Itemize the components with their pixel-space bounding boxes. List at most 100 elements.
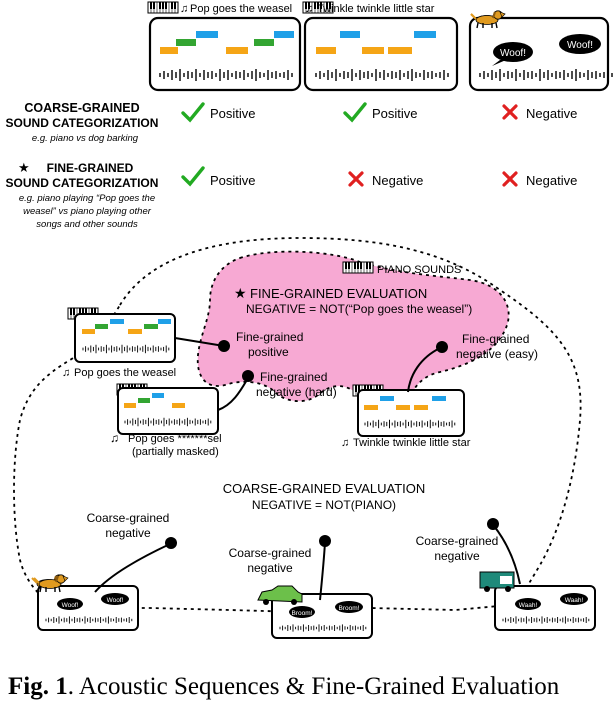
piano-icon: [147, 1, 179, 14]
connector: [493, 525, 521, 585]
caption: Fig. 1. Acoustic Sequences & Fine-Graine…: [8, 673, 560, 700]
speech-bubble: [335, 601, 363, 613]
connector: [407, 347, 441, 393]
piano-icon: [342, 261, 374, 274]
coarse-eval-title: COARSE-GRAINED EVALUATION: [223, 481, 426, 496]
dog-woof-right: Woof!: [107, 597, 124, 604]
fine-neg-easy-2: negative (easy): [456, 347, 538, 361]
car-right: Broom!: [339, 605, 360, 612]
coarse-title-2: SOUND CATEGORIZATION: [6, 116, 159, 130]
speech-bubble: [289, 606, 315, 618]
caption-text: . Acoustic Sequences & Fine-Grained Eval…: [68, 673, 560, 700]
connector: [174, 337, 225, 347]
easy-negative-point: [436, 341, 448, 353]
twinkle-box: [352, 384, 465, 437]
note-icon: ♫: [110, 431, 119, 445]
van-icon: [479, 571, 515, 592]
top-dog-box: [468, 16, 610, 92]
dog-woof-left: Woof!: [62, 602, 79, 609]
piano-roll: [160, 31, 294, 54]
coarse-neg-3-a: Coarse-grained: [416, 534, 499, 548]
caption-label: Fig. 1: [8, 673, 68, 700]
coarse-neg-2-b: negative: [247, 561, 293, 575]
piano-roll: [316, 31, 436, 54]
fine-positive-2: positive: [248, 345, 289, 359]
fine-cell-1: Positive: [210, 173, 256, 188]
check-icon: [181, 166, 205, 187]
coarse-negative-point: [487, 518, 499, 530]
twinkle-label: Twinkle twinkle little star: [353, 437, 471, 449]
car-icon: [257, 585, 303, 605]
dog-box: Woof! Woof!: [31, 573, 139, 631]
fine-title-1: FINE-GRAINED: [47, 161, 134, 175]
fine-example-3: songs and other sounds: [36, 219, 138, 230]
van-box: Waah! Waah!: [479, 571, 596, 631]
speech-bubble: [515, 598, 541, 610]
coarse-cell-2: Positive: [372, 106, 418, 121]
positive-point: [218, 340, 230, 352]
fine-region: [196, 250, 510, 403]
cross-icon: [348, 171, 364, 187]
coarse-negative-point: [165, 537, 177, 549]
coarse-neg-1-a: Coarse-grained: [87, 511, 170, 525]
speech-bubble: [493, 42, 533, 62]
star-icon: ★: [234, 286, 247, 302]
hard-negative-point: [242, 370, 254, 382]
top-pop-label: Pop goes the weasel: [190, 3, 292, 15]
coarse-cell-3: Negative: [526, 106, 577, 121]
masked-label-2: (partially masked): [132, 446, 219, 458]
fine-eval-title: FINE-GRAINED EVALUATION: [250, 286, 427, 301]
speech-bubble: [559, 34, 601, 54]
connector: [94, 543, 171, 593]
fine-positive-1: Fine-grained: [236, 330, 303, 344]
woof-right: Woof!: [567, 40, 593, 51]
piano-sounds-label: PIANO SOUNDS: [377, 264, 461, 276]
cross-icon: [502, 104, 518, 120]
speech-bubble: [101, 593, 129, 605]
speech-bubble: [560, 593, 588, 605]
coarse-title-1: COARSE-GRAINED: [24, 101, 139, 115]
speech-bubble: [57, 598, 83, 610]
car-left: Broom!: [292, 610, 313, 617]
car-box: Broom! Broom!: [257, 585, 373, 639]
masked-box: [116, 383, 219, 435]
fine-eval-formula: NEGATIVE = NOT(“Pop goes the weasel”): [246, 302, 472, 316]
coarse-example: e.g. piano vs dog barking: [32, 133, 139, 144]
van-left: Waah!: [519, 602, 538, 609]
note-icon: ♫: [180, 3, 188, 15]
check-icon: [181, 102, 205, 123]
fine-neg-hard-1: Fine-grained: [260, 370, 327, 384]
top-panel-dog: Woof! Woof!: [468, 9, 613, 92]
coarse-neg-1-b: negative: [105, 526, 151, 540]
top-panel-pop: ♫ Pop goes the weasel: [147, 1, 302, 92]
coarse-neg-2-a: Coarse-grained: [229, 546, 312, 560]
note-icon: ♫: [62, 367, 70, 379]
star-icon: ★: [18, 161, 30, 176]
coarse-region: [13, 237, 582, 613]
coarse-cell-1: Positive: [210, 106, 256, 121]
top-twinkle-label: Twinkle twinkle little star: [317, 3, 435, 15]
fine-cell-3: Negative: [526, 173, 577, 188]
fine-neg-hard-2: negative (hard): [256, 385, 337, 399]
fine-title-2: SOUND CATEGORIZATION: [6, 176, 159, 190]
pop-box: [67, 307, 176, 363]
fine-example-2: weasel” vs piano playing other: [23, 206, 152, 217]
top-panel-twinkle: ♫ Twinkle twinkle little star: [302, 1, 459, 92]
cross-icon: [502, 171, 518, 187]
fine-example-1: e.g. piano playing “Pop goes the: [19, 193, 155, 204]
coarse-neg-3-b: negative: [434, 549, 480, 563]
fine-row: ★ FINE-GRAINED SOUND CATEGORIZATION e.g.…: [6, 161, 578, 230]
masked-label-1: Pop goes *******sel: [128, 433, 222, 445]
note-icon: ♫: [305, 3, 313, 15]
note-icon: ♫: [341, 437, 349, 449]
pop-label: Pop goes the weasel: [74, 367, 176, 379]
coarse-row: COARSE-GRAINED SOUND CATEGORIZATION e.g.…: [6, 101, 578, 144]
connector: [319, 541, 326, 601]
coarse-eval-formula: NEGATIVE = NOT(PIANO): [252, 498, 396, 512]
coarse-negative-point: [319, 535, 331, 547]
fine-neg-easy-1: Fine-grained: [462, 332, 529, 346]
check-icon: [343, 102, 367, 123]
van-right: Waah!: [565, 597, 584, 604]
woof-left: Woof!: [500, 48, 526, 59]
